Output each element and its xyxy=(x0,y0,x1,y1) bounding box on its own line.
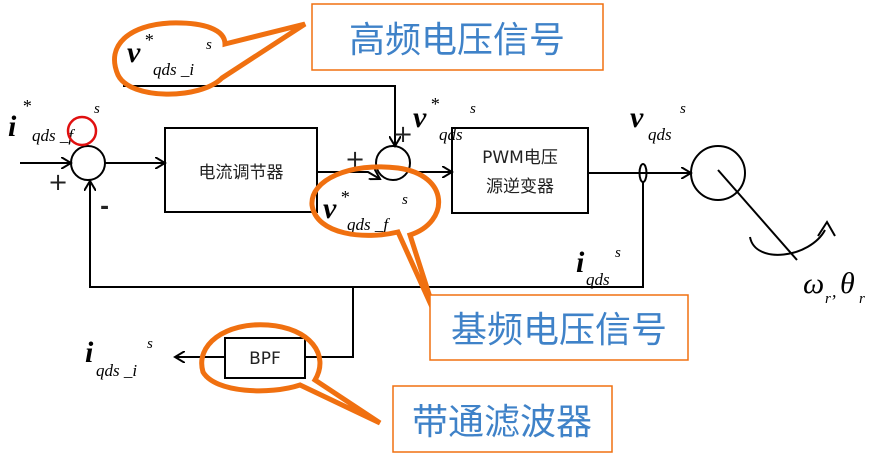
svg-text:s: s xyxy=(147,336,153,352)
feedback-line xyxy=(90,181,644,288)
callout-text-hf: 高频电压信号 xyxy=(349,20,565,61)
callout-box-bpf xyxy=(392,385,613,453)
pwm-inverter-block xyxy=(451,127,589,214)
svg-text:,: , xyxy=(832,281,837,301)
rotation-arrow-icon xyxy=(749,229,826,256)
svg-text:ω: ω xyxy=(803,267,824,300)
svg-text:qds _i: qds _i xyxy=(153,60,194,79)
callout-box-hf xyxy=(311,3,604,71)
svg-text:qds: qds xyxy=(439,125,463,144)
svg-text:qds _f: qds _f xyxy=(32,126,75,145)
label-v-out: v qds s xyxy=(630,101,686,144)
svg-text:*: * xyxy=(340,187,349,207)
svg-text:r: r xyxy=(825,291,831,307)
summing-junction-2 xyxy=(375,145,411,181)
callout-bubble-hf xyxy=(112,20,307,97)
svg-text:i: i xyxy=(8,110,17,143)
callout-box-ff xyxy=(429,294,689,361)
motor xyxy=(690,145,746,201)
svg-text:s: s xyxy=(680,101,686,117)
svg-text:qds: qds xyxy=(648,125,672,144)
svg-text:v: v xyxy=(413,101,427,134)
svg-text:*: * xyxy=(22,96,31,116)
svg-text:θ: θ xyxy=(840,267,855,300)
label-v-ref-i: v * qds _i s xyxy=(127,30,212,79)
label-i-feedback: i qds s xyxy=(576,245,621,289)
label-v-ref-f: v * qds _f s xyxy=(323,187,408,234)
svg-text:v: v xyxy=(323,192,337,225)
label-i-out-i: i qds _i s xyxy=(85,336,153,380)
current-regulator-label: 电流调节器 xyxy=(199,163,284,183)
svg-text:s: s xyxy=(470,101,476,117)
callout-bubble-ff xyxy=(309,164,441,318)
label-v-ref: v * qds s xyxy=(413,94,476,144)
svg-text:qds _i: qds _i xyxy=(96,361,137,380)
rotation-arrowhead xyxy=(817,220,836,237)
svg-text:*: * xyxy=(144,30,153,50)
callout-bubble-bpf xyxy=(199,322,382,426)
svg-text:*: * xyxy=(430,94,439,114)
summing-junction-1 xyxy=(70,145,106,181)
callout-text-ff: 基频电压信号 xyxy=(451,310,667,351)
svg-text:s: s xyxy=(615,245,621,261)
highlight-circle xyxy=(66,115,98,147)
svg-text:s: s xyxy=(402,192,408,208)
bpf-label: BPF xyxy=(249,349,281,369)
current-regulator-block xyxy=(164,127,318,213)
pwm-inverter-label-2: 源逆变器 xyxy=(486,177,554,197)
svg-text:qds _f: qds _f xyxy=(347,215,390,234)
callout-text-bpf: 带通滤波器 xyxy=(412,402,592,443)
plus-sign-sum1: + xyxy=(48,168,68,196)
label-i-ref-f: i * qds _f s xyxy=(8,96,100,145)
pwm-inverter-label-1: PWM电压 xyxy=(482,148,558,168)
plus-sign-sum2-top: + xyxy=(393,120,413,148)
svg-text:v: v xyxy=(630,101,644,134)
svg-text:v: v xyxy=(127,36,141,69)
motor-shaft xyxy=(717,169,798,261)
minus-sign-sum1: - xyxy=(100,195,109,220)
svg-text:s: s xyxy=(206,37,212,53)
label-motor-speed-angle: ω r , θ r xyxy=(803,267,865,307)
regulator-to-sum2 xyxy=(317,172,380,179)
svg-text:i: i xyxy=(576,246,585,279)
svg-text:i: i xyxy=(85,336,94,369)
svg-text:s: s xyxy=(94,101,100,117)
svg-text:r: r xyxy=(859,291,865,307)
svg-text:qds: qds xyxy=(586,270,610,289)
